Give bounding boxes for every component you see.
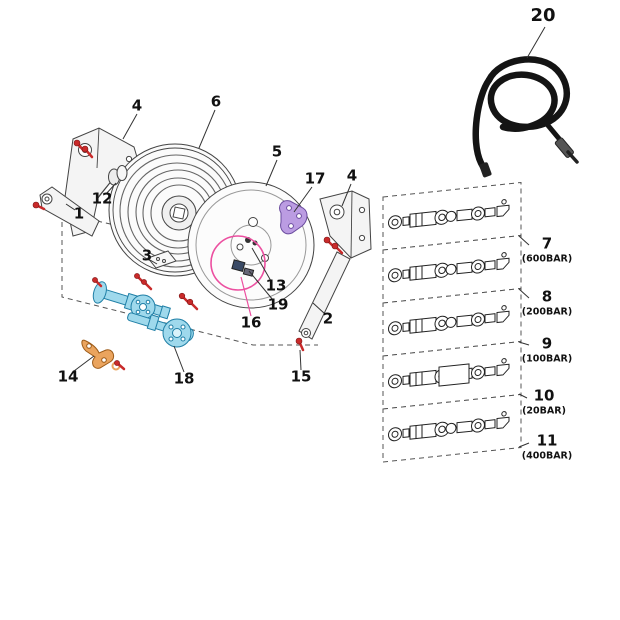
callout-part-12: 12 xyxy=(91,189,113,208)
variant-label-9: 9 (100BAR) xyxy=(522,335,572,366)
callout-part-15: 15 xyxy=(290,367,312,386)
callout-part-13: 13 xyxy=(265,276,287,295)
screws xyxy=(32,139,344,371)
variant-label-10: 10 (20BAR) xyxy=(522,387,566,418)
bushing-12 xyxy=(108,165,128,186)
callout-part-4-right: 4 xyxy=(346,166,358,185)
variant-number: 10 xyxy=(533,386,555,405)
variant-number: 11 xyxy=(536,431,558,450)
support-arm-1 xyxy=(39,186,100,237)
swivel-kit-panel xyxy=(382,181,522,463)
right-bracket xyxy=(319,190,372,259)
callout-part-16: 16 xyxy=(240,313,262,332)
hose-end-cap xyxy=(479,162,492,178)
variant-label-7: 7 (600BAR) xyxy=(522,235,572,266)
callout-part-19: 19 xyxy=(267,295,289,314)
variant-pressure: (100BAR) xyxy=(521,353,573,365)
variant-pressure: (600BAR) xyxy=(521,253,573,265)
variant-pressure: (200BAR) xyxy=(521,306,573,318)
variant-number: 9 xyxy=(541,334,553,353)
callout-part-4-left: 4 xyxy=(131,96,143,115)
variant-number: 8 xyxy=(541,287,553,306)
variant-label-11: 11 (400BAR) xyxy=(522,432,572,463)
plate-3 xyxy=(147,250,177,269)
callout-part-20: 20 xyxy=(530,5,556,26)
hose-assembly xyxy=(472,56,579,178)
latch-17 xyxy=(279,200,308,235)
callout-part-1: 1 xyxy=(73,204,85,223)
variant-number: 7 xyxy=(541,234,553,253)
front-disc xyxy=(187,181,315,309)
crank-14 xyxy=(81,339,121,371)
callout-part-3: 3 xyxy=(141,246,153,265)
axle-assembly xyxy=(92,281,194,348)
variant-pressure: (20BAR) xyxy=(522,405,566,417)
callout-part-17: 17 xyxy=(304,169,326,188)
callout-part-18: 18 xyxy=(173,369,195,388)
variant-pressure: (400BAR) xyxy=(521,450,573,462)
callout-part-6: 6 xyxy=(210,92,222,111)
highlight-circle xyxy=(210,235,266,291)
callout-part-5: 5 xyxy=(271,142,283,161)
leader-lines xyxy=(65,26,546,448)
callout-part-2: 2 xyxy=(322,309,334,328)
callout-part-14: 14 xyxy=(57,367,79,386)
support-arm-2 xyxy=(298,251,351,340)
variant-label-8: 8 (200BAR) xyxy=(522,288,572,319)
